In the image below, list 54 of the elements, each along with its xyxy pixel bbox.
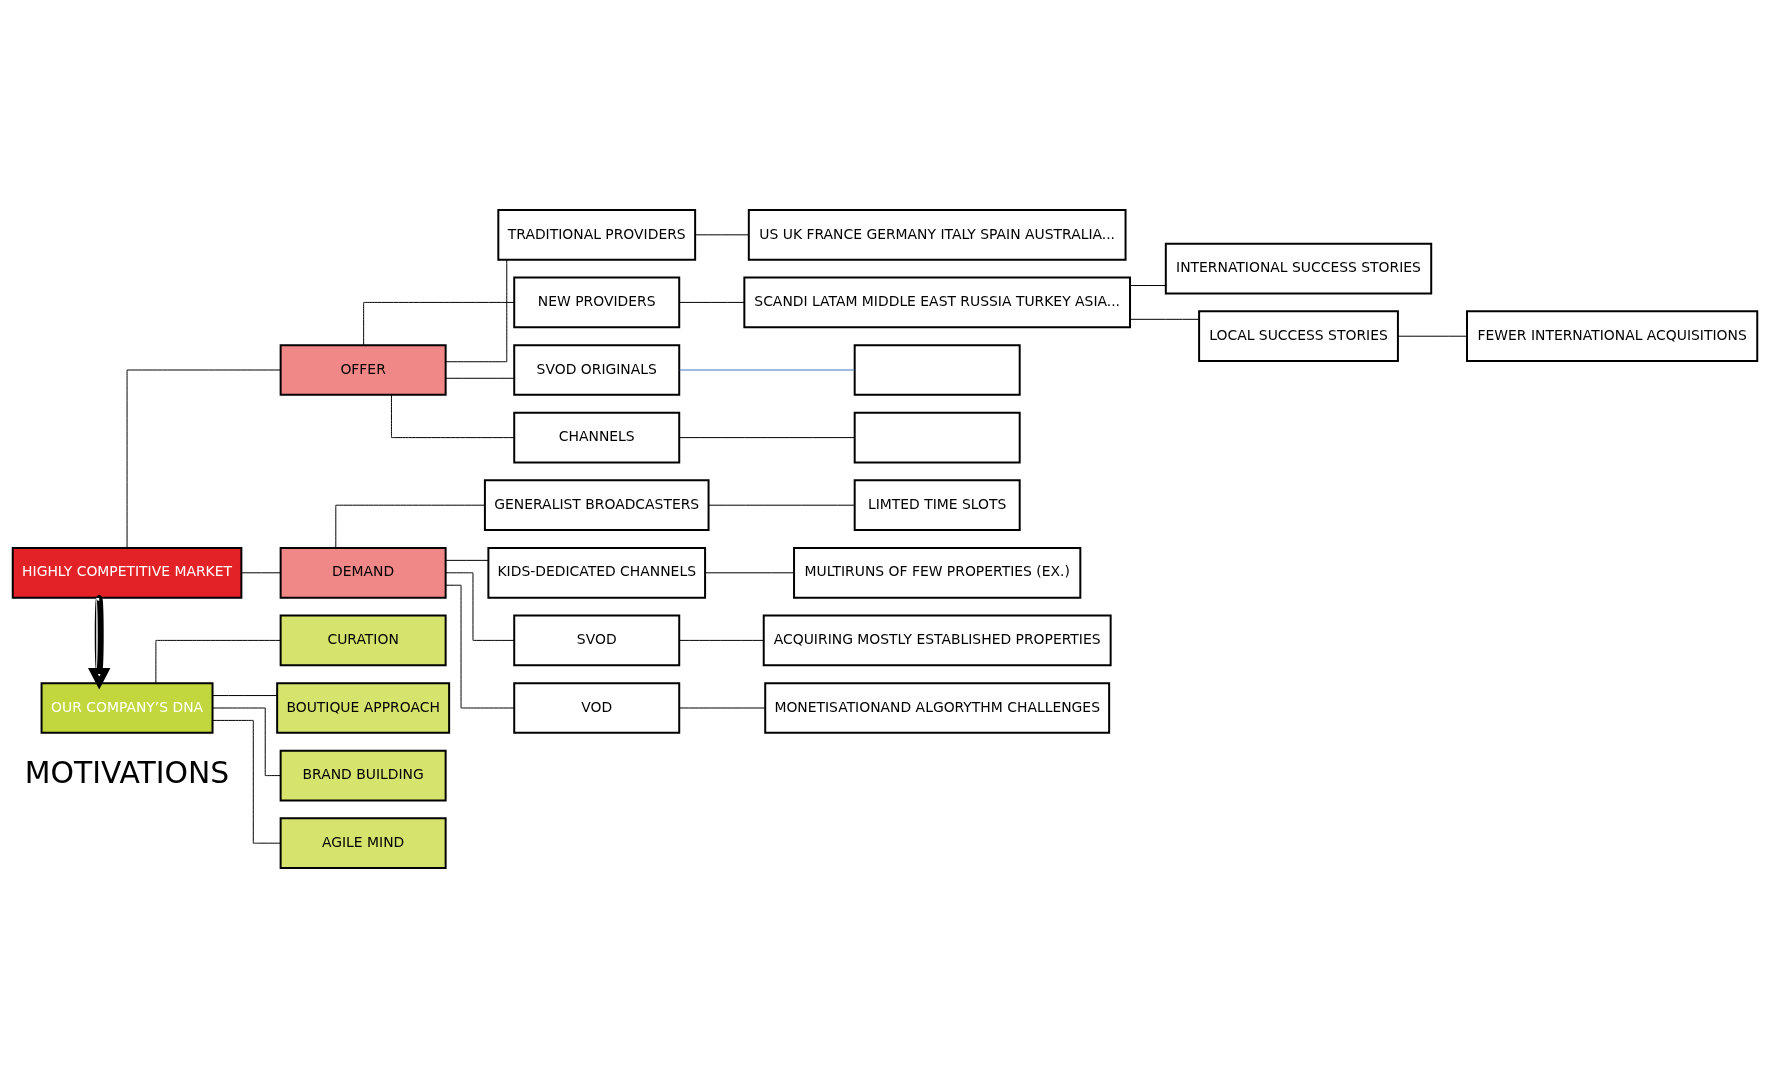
connector [390, 394, 515, 439]
node-box: CHANNELS [513, 411, 681, 464]
node-box: ACQUIRING MOSTLY ESTABLISHED PROPERTIES [762, 614, 1112, 667]
connector [679, 301, 745, 303]
connector [445, 377, 515, 379]
connector [445, 572, 515, 641]
connector [708, 504, 856, 506]
node-box: NEW PROVIDERS [513, 276, 681, 329]
arrow [88, 597, 111, 690]
connector [1397, 335, 1468, 337]
connector [704, 572, 795, 574]
connector [241, 572, 282, 574]
node-box: SVOD ORIGINALS [513, 344, 681, 396]
node-box: SVOD [513, 614, 681, 667]
node-box: GENERALIST BROADCASTERS [483, 479, 710, 532]
connector [694, 234, 750, 236]
connector [445, 259, 508, 363]
connector [212, 707, 281, 777]
connector [445, 584, 515, 709]
node-box: LIMTED TIME SLOTS [853, 479, 1021, 532]
node-box [853, 344, 1021, 396]
node-box: OFFER [279, 344, 447, 396]
node-box: FEWER INTERNATIONAL ACQUISITIONS [1466, 310, 1759, 363]
connector [679, 707, 766, 709]
node-box: VOD [513, 682, 681, 734]
node-box: BRAND BUILDING [279, 749, 447, 802]
node-box: CURATION [279, 614, 447, 667]
connector [363, 301, 515, 346]
connector [335, 504, 486, 549]
connector [679, 639, 765, 641]
connector [679, 437, 856, 439]
label: MOTIVATIONS [24, 755, 230, 791]
connector [212, 719, 281, 844]
connector [679, 369, 856, 371]
node-box: KIDS-DEDICATED CHANNELS [487, 546, 707, 599]
connector [445, 559, 489, 561]
node-box [853, 411, 1021, 464]
node-box: MULTIRUNS OF FEW PROPERTIES (EX.) [793, 546, 1082, 599]
connector [212, 695, 278, 697]
node-box: LOCAL SUCCESS STORIES [1198, 310, 1399, 363]
node-box: AGILE MIND [279, 817, 447, 869]
connector [155, 639, 282, 684]
connector [126, 369, 282, 549]
node-box: TRADITIONAL PROVIDERS [497, 209, 697, 261]
node-box: MONETISATIONAND ALGORYTHM CHALLENGES [764, 682, 1111, 734]
node-box: HIGHLY COMPETITIVE MARKET [11, 546, 243, 599]
node-box: INTERNATIONAL SUCCESS STORIES [1164, 242, 1433, 295]
node-box: BOUTIQUE APPROACH [276, 682, 451, 734]
connector [1129, 285, 1167, 286]
node-box: OUR COMPANY’S DNA [40, 682, 214, 734]
node-box: US UK FRANCE GERMANY ITALY SPAIN AUSTRALIA... [747, 209, 1127, 261]
node-box: DEMAND [279, 546, 447, 599]
connector [1129, 318, 1200, 320]
node-box: SCANDI LATAM MIDDLE EAST RUSSIA TURKEY ASIA... [743, 276, 1132, 329]
